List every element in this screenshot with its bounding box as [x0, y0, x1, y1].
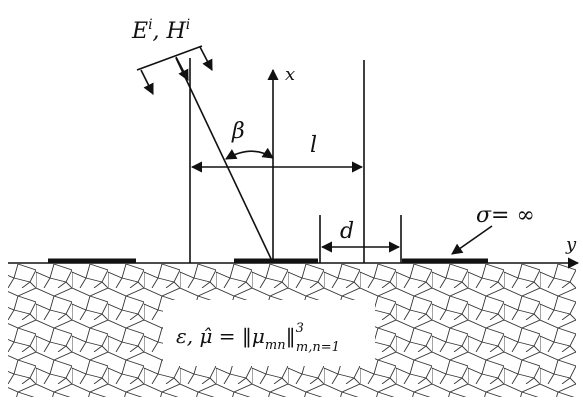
medium-label-box [163, 300, 375, 366]
incident-wave-symbol [136, 45, 213, 96]
length-l-label: l [310, 133, 317, 158]
length-d-label: d [340, 219, 354, 244]
y-axis-label: y [565, 234, 577, 255]
angle-label: β [231, 119, 245, 144]
incident-field-label: Ei, Hi [131, 17, 190, 44]
conductivity-pointer [451, 225, 493, 255]
conductivity-label: σ= ∞ [476, 203, 535, 228]
x-axis-label: x [285, 64, 295, 85]
incidence-line [175, 57, 274, 264]
angle-arc [225, 147, 274, 160]
